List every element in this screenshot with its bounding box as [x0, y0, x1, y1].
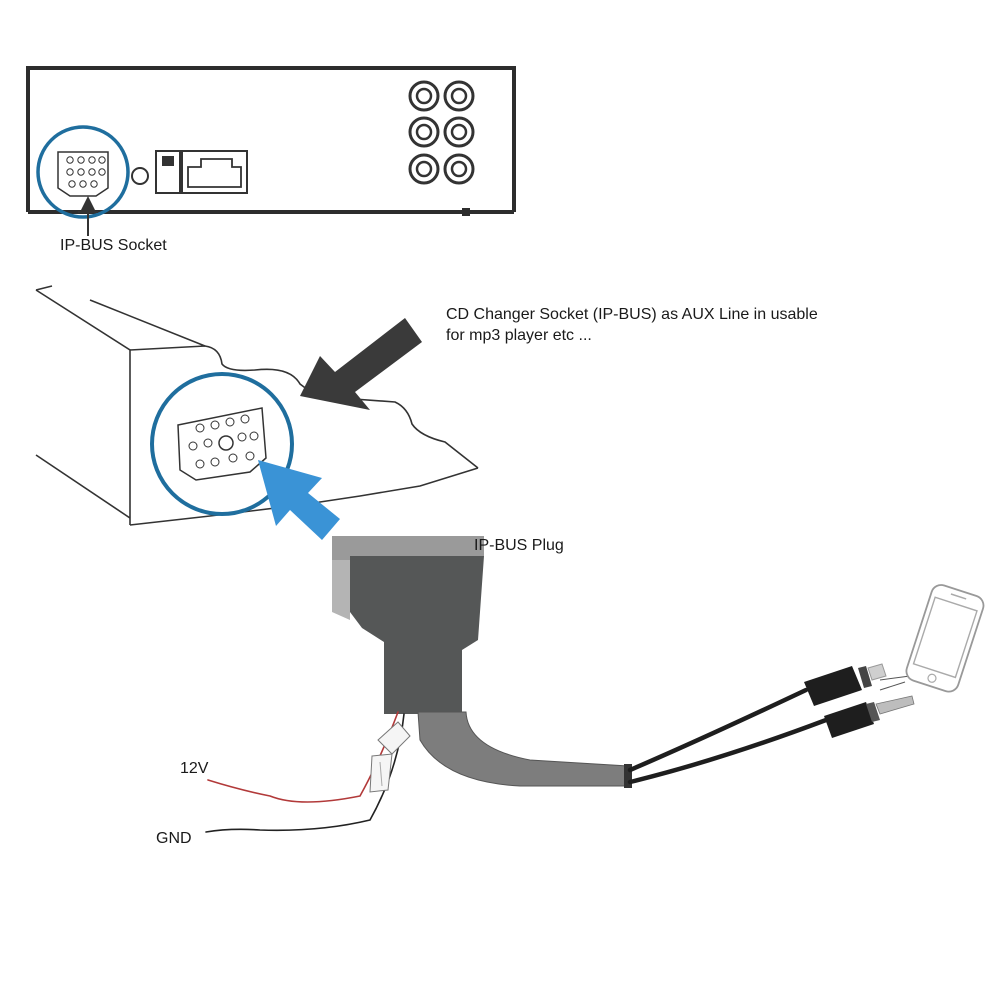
- blue-pointer-arrow: [258, 460, 340, 540]
- dark-pointer-arrow: [300, 318, 422, 410]
- split-cables: [627, 687, 829, 785]
- gnd-wire-label: GND: [156, 830, 192, 847]
- phone-icon: [905, 584, 985, 693]
- rca-jack-icon: [408, 80, 475, 185]
- ipbus-socket-label: IP-BUS Socket: [60, 237, 167, 254]
- lightning-connector-icon: [804, 663, 887, 706]
- main-cable: [417, 711, 629, 787]
- ipbus-plug-label: IP-BUS Plug: [474, 537, 564, 554]
- power-connector-icon: [155, 150, 248, 194]
- ipbus-plug-icon: [332, 536, 484, 714]
- cd-changer-label-line2: for mp3 player etc ...: [446, 327, 592, 344]
- ipbus-socket-icon: [36, 125, 149, 236]
- phone-link-lines: [879, 675, 911, 691]
- 12v-wire-label: 12V: [180, 760, 209, 777]
- radio-rear-panel: [26, 66, 516, 216]
- cd-changer-label: CD Changer Socket (IP-BUS) as AUX Line i…: [446, 304, 818, 346]
- chassis-socket-icon: [150, 372, 294, 516]
- inline-fuse-icon: [369, 721, 411, 793]
- aux-jack-icon: [824, 695, 915, 738]
- cd-changer-label-line1: CD Changer Socket (IP-BUS) as AUX Line i…: [446, 306, 818, 323]
- radio-chassis-perspective: [35, 285, 479, 526]
